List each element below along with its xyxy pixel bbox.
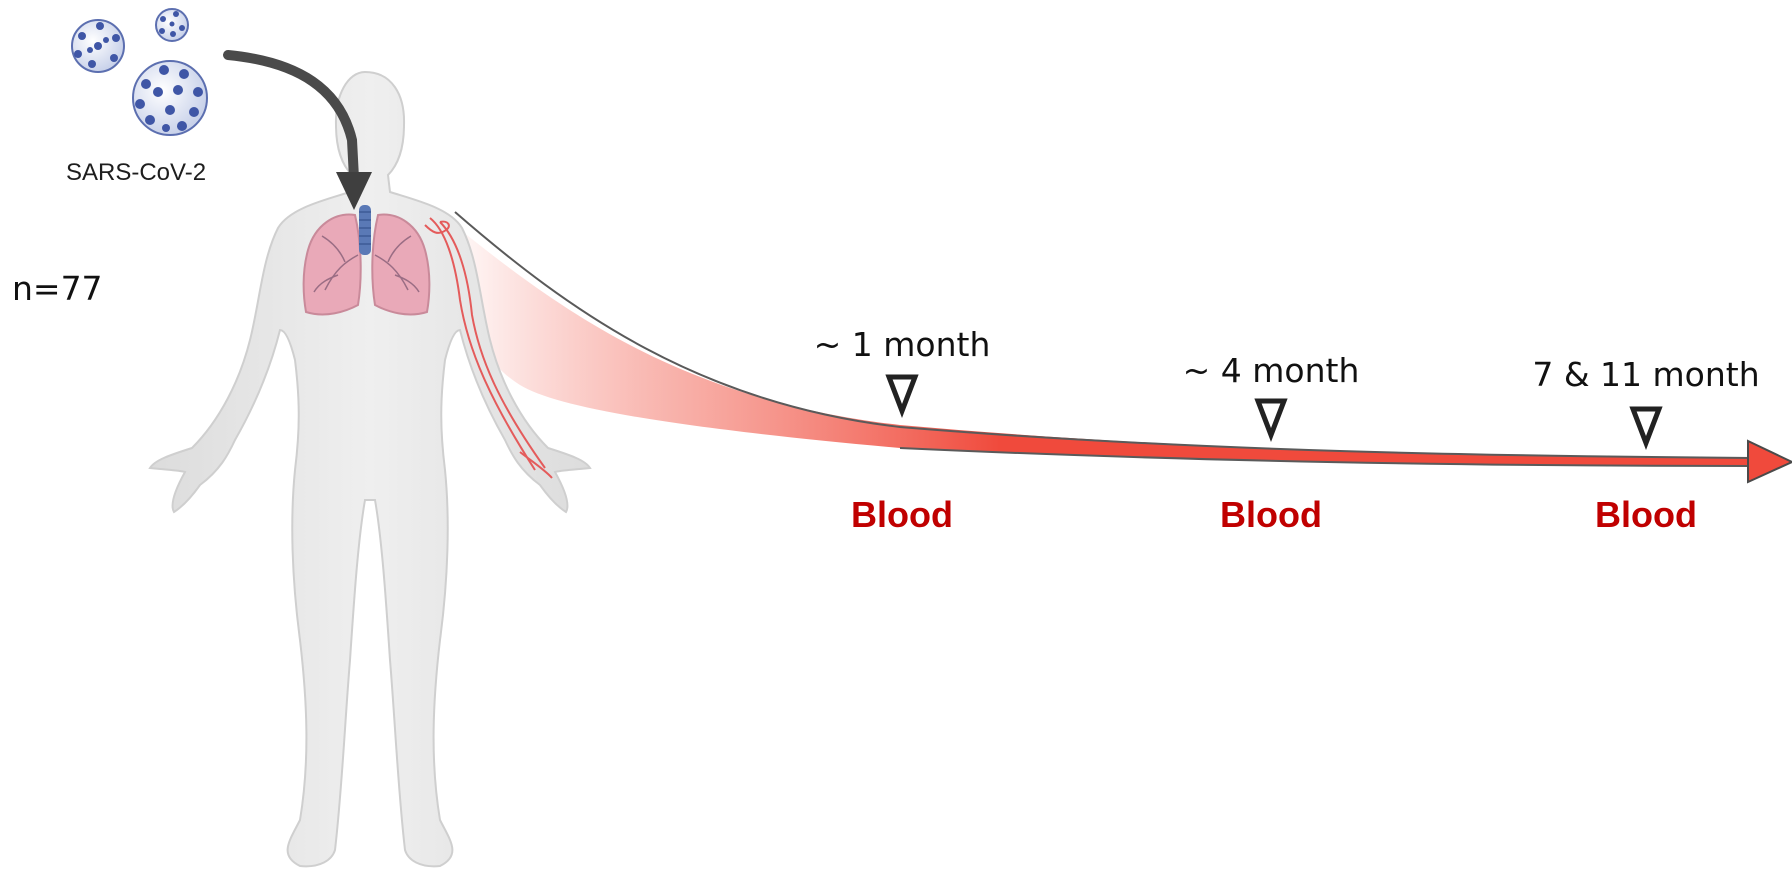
timeline-arrowhead — [1748, 441, 1792, 482]
timepoint-marker-2 — [1258, 401, 1284, 435]
coronavirus-particle-icon — [72, 9, 207, 135]
timepoint-label-1: ~ 1 month — [814, 328, 991, 361]
body-silhouette — [150, 72, 590, 866]
timeline-funnel — [448, 220, 1752, 466]
timeline-arrow — [448, 212, 1792, 482]
sample-label-3: Blood — [1595, 497, 1697, 533]
cohort-size: n=77 — [12, 272, 103, 305]
timepoint-marker-1 — [889, 377, 915, 411]
human-body-figure — [150, 72, 590, 866]
virus-label: SARS-CoV-2 — [66, 161, 206, 185]
timepoint-label-2: ~ 4 month — [1183, 354, 1360, 387]
sample-label-2: Blood — [1220, 497, 1322, 533]
timepoint-marker-3 — [1633, 409, 1659, 443]
timeline-line — [455, 212, 1752, 458]
timepoint-label-3: 7 & 11 month — [1532, 358, 1759, 391]
sample-label-1: Blood — [851, 497, 953, 533]
